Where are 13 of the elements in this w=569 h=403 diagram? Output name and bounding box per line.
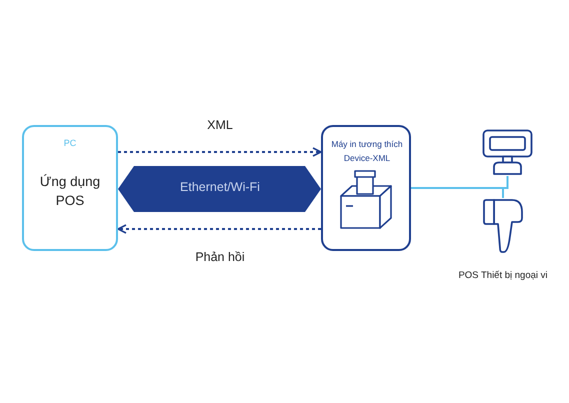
label-text: Ứng dụng POS <box>38 173 102 210</box>
edge-label: Ethernet/Wi-Fi <box>179 180 261 194</box>
arrow <box>117 224 321 234</box>
caption-text: POS Thiết bị ngoại vi <box>457 269 549 283</box>
label-text: Máy in tương thích Device-XML <box>330 138 404 165</box>
picture <box>482 129 533 176</box>
double-arrow <box>118 166 321 212</box>
picture <box>482 198 524 254</box>
title-text: PC <box>62 138 78 148</box>
arrow <box>118 147 322 157</box>
connector-line <box>411 187 504 198</box>
computer-box <box>22 125 118 251</box>
printer-box <box>321 125 411 251</box>
